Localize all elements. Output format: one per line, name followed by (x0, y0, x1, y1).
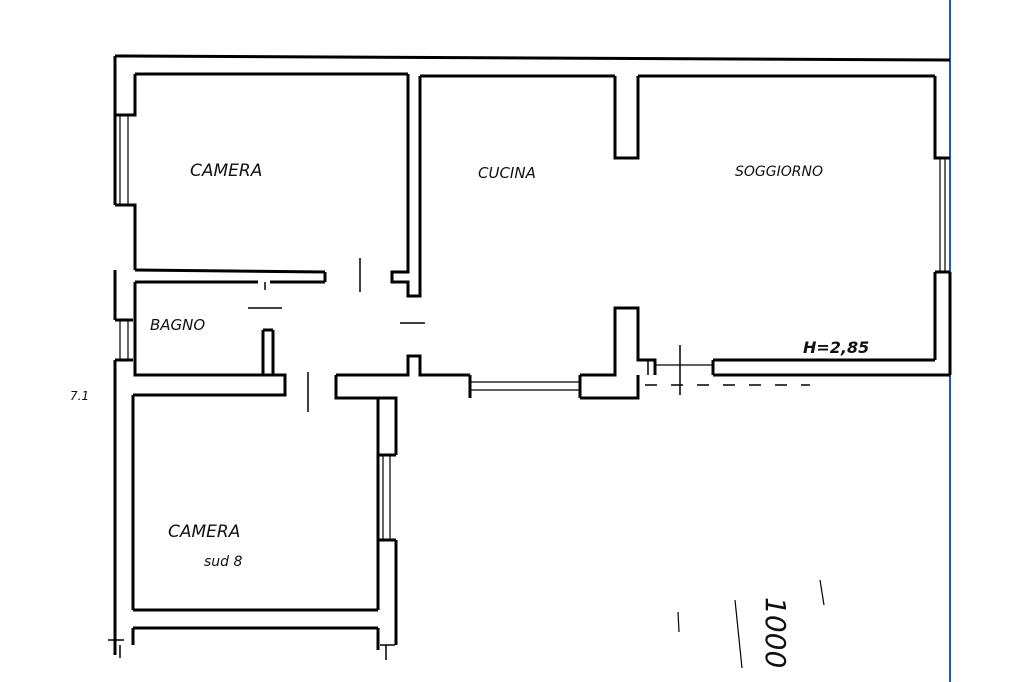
scale-stamp: 1000 (759, 597, 792, 668)
room-note-camera-bottom: sud 8 (204, 554, 243, 570)
room-label-cucina: CUCINA (478, 164, 536, 182)
room-label-camera-top: CAMERA (190, 161, 262, 181)
height-note: H=2,85 (803, 338, 869, 357)
room-label-soggiorno: SOGGIORNO (735, 164, 823, 180)
windows (119, 115, 946, 540)
door-marks (248, 258, 810, 412)
wall-ticks (108, 639, 395, 660)
room-label-bagno: BAGNO (150, 316, 205, 334)
room-label-camera-bottom: CAMERA (168, 522, 240, 542)
walls (113, 54, 952, 655)
scale-stamp-lines (677, 579, 825, 669)
margin-mark: 7.1 (70, 389, 89, 403)
